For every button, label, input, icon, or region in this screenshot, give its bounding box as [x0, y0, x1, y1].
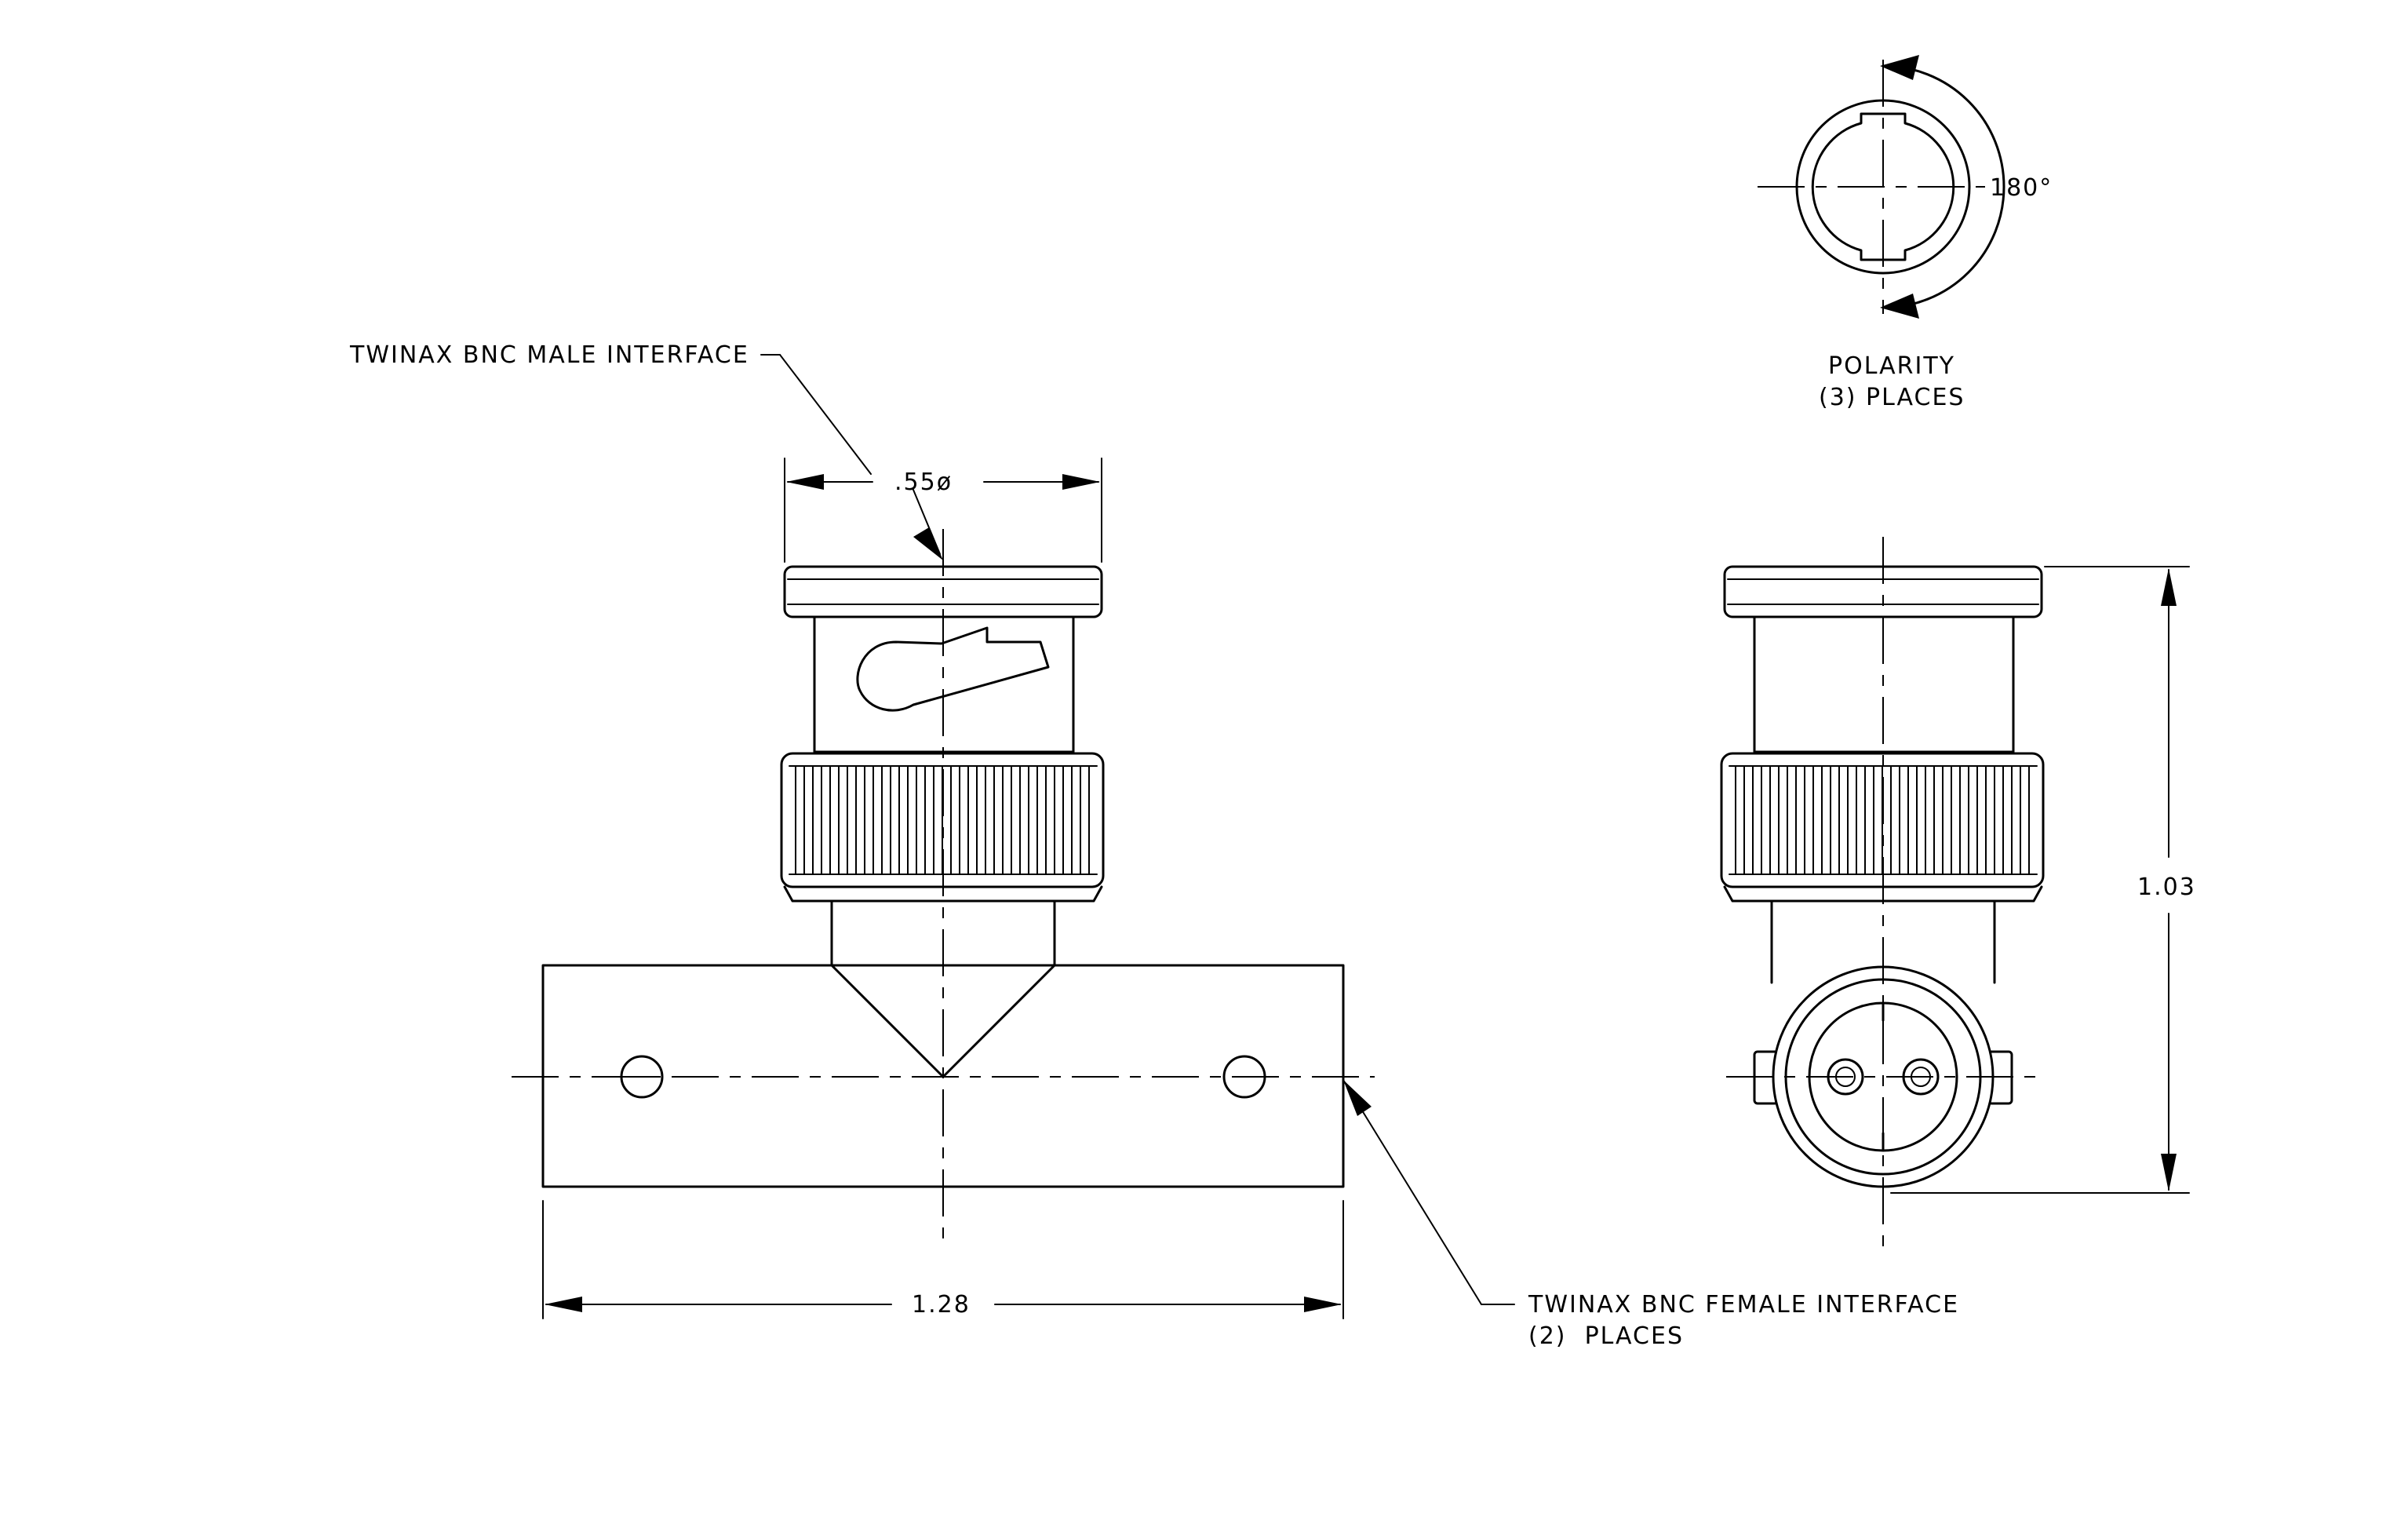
side-view: [1720, 537, 2045, 1248]
polarity-detail: 180°: [1758, 55, 2053, 319]
male-interface-label: TWINAX BNC MALE INTERFACE: [349, 341, 749, 369]
annotations: TWINAX BNC MALE INTERFACE TWINAX BNC FEM…: [349, 341, 1965, 1350]
female-interface-label-line1: TWINAX BNC FEMALE INTERFACE: [1528, 1291, 1959, 1319]
knurl-lines-side: [1729, 765, 2038, 875]
diameter-dimension: .55ø: [894, 469, 953, 496]
front-view: [512, 529, 1375, 1240]
width-dimension: 1.28: [912, 1291, 971, 1319]
height-dimension: 1.03: [2137, 874, 2196, 901]
polarity-label-line1: POLARITY: [1828, 352, 1955, 380]
knurl-lines-front: [789, 765, 1098, 875]
female-interface-label-line2: (2) PLACES: [1528, 1322, 1684, 1350]
angle-label: 180°: [1990, 174, 2053, 202]
polarity-label-line2: (3) PLACES: [1819, 384, 1965, 411]
dimensions: .55ø 1.28 1.03: [542, 354, 2196, 1319]
